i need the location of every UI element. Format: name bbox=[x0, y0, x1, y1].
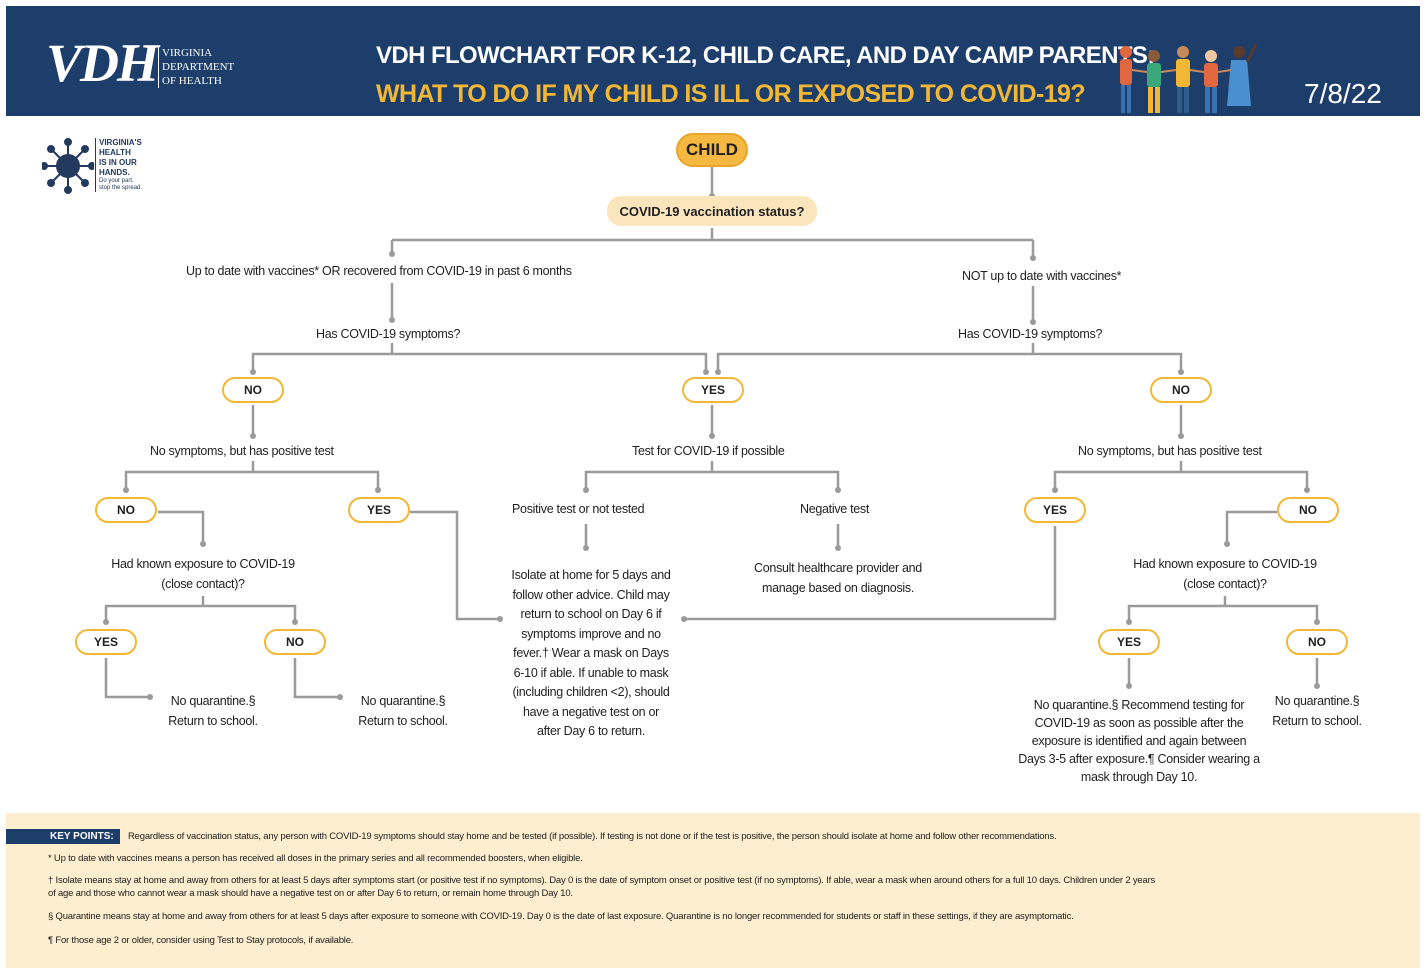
test-if-possible-label: Test for COVID-19 if possible bbox=[632, 444, 785, 458]
slogan-line: VIRGINIA'S bbox=[99, 138, 142, 147]
negative-test-label: Negative test bbox=[800, 502, 870, 516]
yes-symptoms-node: YES bbox=[682, 377, 744, 403]
no-quarantine-outcome-1: No quarantine.§ Return to school. bbox=[168, 694, 258, 728]
no-exposure-right-node: NO bbox=[1286, 629, 1348, 655]
key-points-text: Regardless of vaccination status, any pe… bbox=[128, 831, 1057, 842]
page-title-line1: VDH FLOWCHART FOR K-12, CHILD CARE, AND … bbox=[376, 42, 1155, 69]
virus-logo-icon bbox=[42, 138, 94, 194]
positive-test-question-right: No symptoms, but has positive test bbox=[1078, 444, 1262, 458]
no-symptoms-right-node: NO bbox=[1150, 377, 1212, 403]
key-points-label: KEY POINTS: bbox=[6, 829, 120, 844]
slogan-line: HEALTH bbox=[99, 148, 131, 157]
vdh-department-name: VIRGINIA DEPARTMENT OF HEALTH bbox=[158, 46, 234, 88]
symptoms-question-left: Has COVID-19 symptoms? bbox=[316, 327, 461, 341]
positive-test-question-left: No symptoms, but has positive test bbox=[150, 444, 334, 458]
yes-positive-test-left-node: YES bbox=[348, 497, 410, 523]
no-symptoms-left-node: NO bbox=[222, 377, 284, 403]
footnote-quarantine: § Quarantine means stay at home and away… bbox=[48, 911, 1074, 922]
footnote-isolate-line1: † Isolate means stay at home and away fr… bbox=[48, 875, 1156, 886]
people-illustration-icon bbox=[1120, 43, 1258, 113]
dept-line: DEPARTMENT bbox=[162, 61, 235, 73]
slogan-line: HANDS. bbox=[99, 168, 130, 177]
yes-positive-test-right-node: YES bbox=[1024, 497, 1086, 523]
slogan-line: IS IN OUR bbox=[99, 158, 137, 167]
consult-provider-instructions: Consult healthcare provider and manage b… bbox=[754, 561, 922, 595]
vdh-logo: VDH bbox=[46, 33, 159, 93]
footnote-isolate-line2: of age and those who cannot wear a mask … bbox=[48, 888, 573, 899]
date-label: 7/8/22 bbox=[1304, 78, 1382, 109]
symptoms-question-right: Has COVID-19 symptoms? bbox=[958, 327, 1103, 341]
no-positive-test-left-node: NO bbox=[95, 497, 157, 523]
up-to-date-branch-label: Up to date with vaccines* OR recovered f… bbox=[186, 264, 572, 278]
slogan-small-line: stop the spread. bbox=[99, 185, 143, 191]
exposure-question-right: Had known exposure to COVID-19 (close co… bbox=[1133, 557, 1317, 591]
no-exposure-left-node: NO bbox=[264, 629, 326, 655]
no-quarantine-outcome-2: No quarantine.§ Return to school. bbox=[358, 694, 448, 728]
exposure-question-left: Had known exposure to COVID-19 (close co… bbox=[111, 557, 295, 591]
header-banner: VDH VIRGINIA DEPARTMENT OF HEALTH VDH FL… bbox=[6, 6, 1420, 116]
recommend-testing-outcome: No quarantine.§ Recommend testing for CO… bbox=[1018, 698, 1260, 784]
no-positive-test-right-node: NO bbox=[1277, 497, 1339, 523]
isolate-instructions: Isolate at home for 5 days and follow ot… bbox=[511, 568, 671, 738]
not-up-to-date-branch-label: NOT up to date with vaccines* bbox=[962, 269, 1122, 283]
child-node: CHILD bbox=[676, 133, 748, 167]
footnote-up-to-date: * Up to date with vaccines means a perso… bbox=[48, 853, 583, 864]
positive-or-not-tested-label: Positive test or not tested bbox=[512, 502, 645, 516]
yes-exposure-right-node: YES bbox=[1098, 629, 1160, 655]
footnote-test-to-stay: ¶ For those age 2 or older, consider usi… bbox=[48, 935, 354, 946]
key-points-footer: KEY POINTS: Regardless of vaccination st… bbox=[6, 813, 1420, 968]
health-slogan: VIRGINIA'S HEALTH IS IN OUR HANDS. Do yo… bbox=[95, 138, 142, 192]
dept-line: VIRGINIA bbox=[162, 47, 213, 59]
yes-exposure-left-node: YES bbox=[75, 629, 137, 655]
dept-line: OF HEALTH bbox=[162, 75, 222, 87]
vaccination-status-question: COVID-19 vaccination status? bbox=[607, 196, 817, 226]
page-title-line2: WHAT TO DO IF MY CHILD IS ILL OR EXPOSED… bbox=[376, 80, 1086, 108]
no-quarantine-outcome-3: No quarantine.§ Return to school. bbox=[1272, 694, 1362, 728]
slogan-small-line: Do your part, bbox=[99, 178, 134, 184]
